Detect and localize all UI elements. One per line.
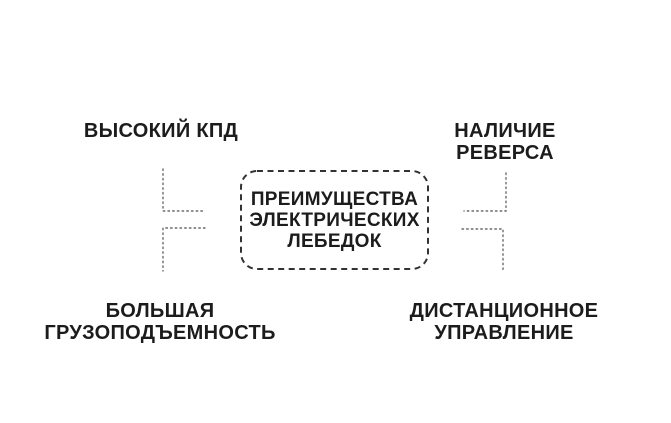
connector-bottom-right-elbow: [461, 228, 504, 271]
center-node-line: ЛЕБЕДОК: [287, 230, 382, 252]
connector-top-left-elbow: [162, 168, 206, 212]
node-label-line: НАЛИЧИЕ: [454, 120, 556, 142]
center-box-dashed-border: [240, 170, 429, 270]
node-remote-control: ДИСТАНЦИОННОЕ УПРАВЛЕНИЕ: [384, 300, 624, 344]
connector-bottom-left-elbow: [162, 227, 206, 272]
node-label-line: УПРАВЛЕНИЕ: [434, 322, 574, 344]
node-label-line: БОЛЬШАЯ: [105, 300, 215, 322]
node-label-line: ВЫСОКИЙ КПД: [83, 120, 239, 142]
center-node-line: ЭЛЕКТРИЧЕСКИХ: [249, 209, 420, 231]
node-high-efficiency: ВЫСОКИЙ КПД: [41, 120, 281, 142]
connector-top-right-elbow: [463, 172, 507, 212]
node-reverse-availability: НАЛИЧИЕ РЕВЕРСА: [385, 120, 625, 164]
center-node-advantages: ПРЕИМУЩЕСТВА ЭЛЕКТРИЧЕСКИХ ЛЕБЕДОК: [240, 170, 429, 270]
node-label-line: ГРУЗОПОДЪЕМНОСТЬ: [44, 322, 276, 344]
node-label-line: РЕВЕРСА: [456, 142, 554, 164]
node-large-load-capacity: БОЛЬШАЯ ГРУЗОПОДЪЕМНОСТЬ: [40, 300, 280, 344]
center-node-line: ПРЕИМУЩЕСТВА: [250, 188, 419, 210]
node-label-line: ДИСТАНЦИОННОЕ: [409, 300, 599, 322]
